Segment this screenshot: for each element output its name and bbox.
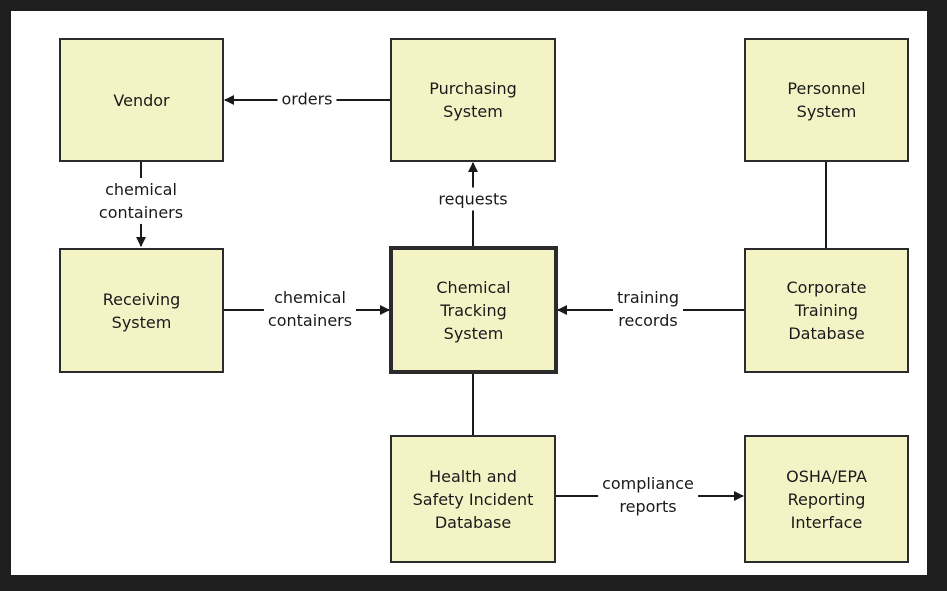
node-receiving-label: Receiving System [102, 289, 181, 332]
node-chemical-tracking-label: Chemical Tracking System [436, 277, 511, 343]
node-personnel-label: Personnel System [787, 79, 866, 121]
node-vendor-label: Vendor [113, 90, 170, 110]
edge-label-requests: requests [434, 187, 512, 211]
node-chemical-tracking-system: Chemical Tracking System [389, 246, 558, 374]
node-vendor: Vendor [59, 38, 224, 162]
node-receiving-system: Receiving System [59, 248, 224, 373]
node-personnel-system: Personnel System [744, 38, 909, 162]
context-diagram: Vendor Purchasing System Personnel Syste… [11, 11, 927, 575]
edge-label-orders: orders [277, 87, 337, 111]
node-health-safety-label: Health and Safety Incident Database [412, 466, 534, 532]
node-purchasing-system: Purchasing System [390, 38, 556, 162]
edge-label-vendor-receiving: chemical containers [94, 178, 188, 224]
edge-label-compliance-reports: compliance reports [598, 472, 698, 518]
node-purchasing-label: Purchasing System [429, 79, 517, 121]
edge-label-training-records: training records [613, 286, 683, 332]
node-corporate-training-database: Corporate Training Database [744, 248, 909, 373]
node-osha-epa-label: OSHA/EPA Reporting Interface [786, 466, 867, 532]
node-osha-epa-interface: OSHA/EPA Reporting Interface [744, 435, 909, 563]
node-health-safety-database: Health and Safety Incident Database [390, 435, 556, 563]
edge-label-receiving-tracking: chemical containers [263, 286, 357, 332]
node-corporate-training-label: Corporate Training Database [786, 278, 867, 343]
